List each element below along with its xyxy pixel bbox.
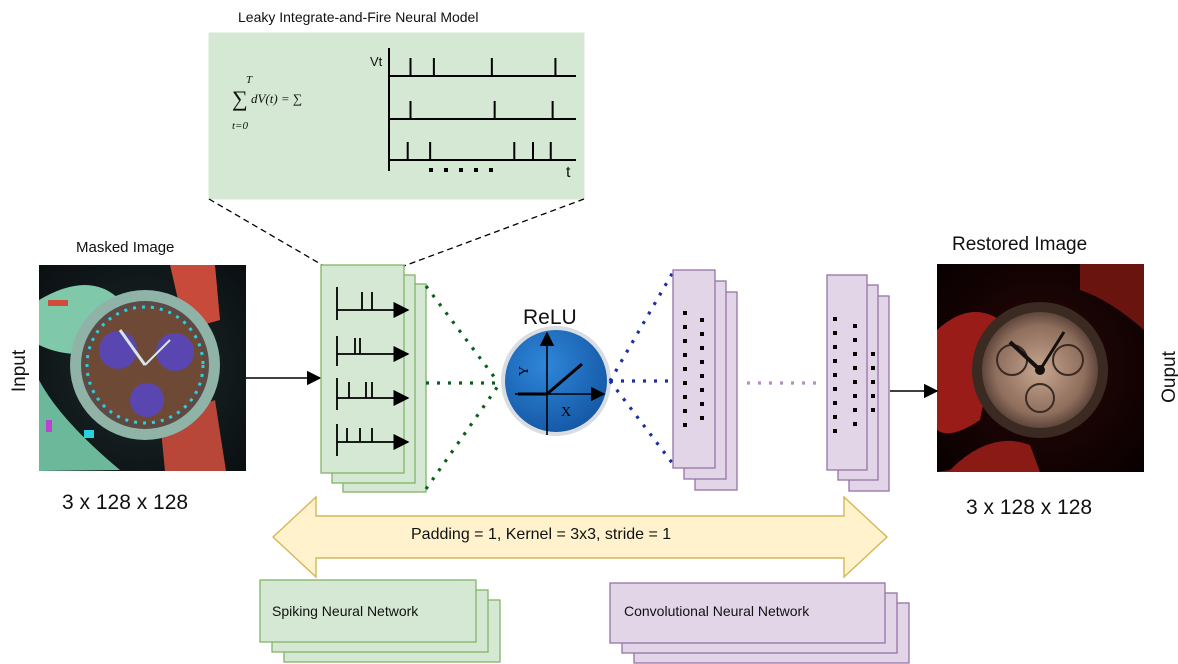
snn-legend — [259, 579, 501, 663]
zoom-line-right — [403, 198, 585, 267]
cnn-layer-stack-1 — [672, 269, 738, 491]
relu-x-label: X — [561, 405, 571, 420]
restored-image — [937, 264, 1144, 472]
lif-equation: T ∑ dV(t) = ∑ t=0 — [232, 74, 303, 132]
input-dimensions: 3 x 128 x 128 — [62, 491, 189, 514]
lif-spike-plot — [388, 48, 576, 172]
output-dimensions: 3 x 128 x 128 — [966, 496, 1093, 519]
output-side-label: Ouput — [1158, 351, 1178, 403]
input-side-label: Input — [9, 349, 31, 393]
cnn-legend-label: Convolutional Neural Network — [624, 603, 810, 619]
lif-equation-sum: ∑ — [232, 86, 248, 111]
lif-ellipsis-dot — [459, 168, 463, 172]
relu-to-cnn-links — [608, 271, 675, 465]
lif-x-axis-label: t — [566, 164, 571, 181]
cnn-layer-stack-2 — [826, 274, 890, 492]
restored-image-title: Restored Image — [952, 234, 1088, 255]
zoom-line-left — [208, 198, 325, 267]
relu-y-label: Y — [517, 366, 532, 376]
masked-image — [39, 265, 246, 471]
shared-params-label: Padding = 1, Kernel = 3x3, stride = 1 — [411, 526, 672, 543]
lif-ellipsis-dot — [429, 168, 433, 172]
lif-equation-upper: T — [246, 74, 253, 86]
cnn-legend — [609, 582, 910, 664]
snn-legend-label: Spiking Neural Network — [272, 603, 419, 619]
snn-layer-stack — [320, 264, 427, 493]
lif-ellipsis-dot — [444, 168, 448, 172]
snn-spike-icons — [336, 287, 410, 456]
lif-equation-lower: t=0 — [232, 120, 248, 132]
cnn-kernel-dots-2 — [833, 317, 875, 433]
relu-node: Y X — [501, 326, 611, 436]
masked-image-title: Masked Image — [76, 239, 175, 256]
lif-panel-box — [208, 32, 585, 200]
shared-params-arrow — [271, 495, 889, 579]
snn-to-relu-links — [424, 285, 500, 490]
lif-panel-title: Leaky Integrate-and-Fire Neural Model — [238, 9, 479, 25]
lif-ellipsis-dot — [474, 168, 478, 172]
lif-y-axis-label: Vt — [370, 54, 383, 69]
lif-model-panel — [208, 32, 585, 200]
cnn-kernel-dots-1 — [683, 311, 704, 427]
lif-ellipsis-dot — [489, 168, 493, 172]
relu-label: ReLU — [523, 306, 577, 329]
lif-equation-body: dV(t) = ∑ — [250, 91, 303, 106]
